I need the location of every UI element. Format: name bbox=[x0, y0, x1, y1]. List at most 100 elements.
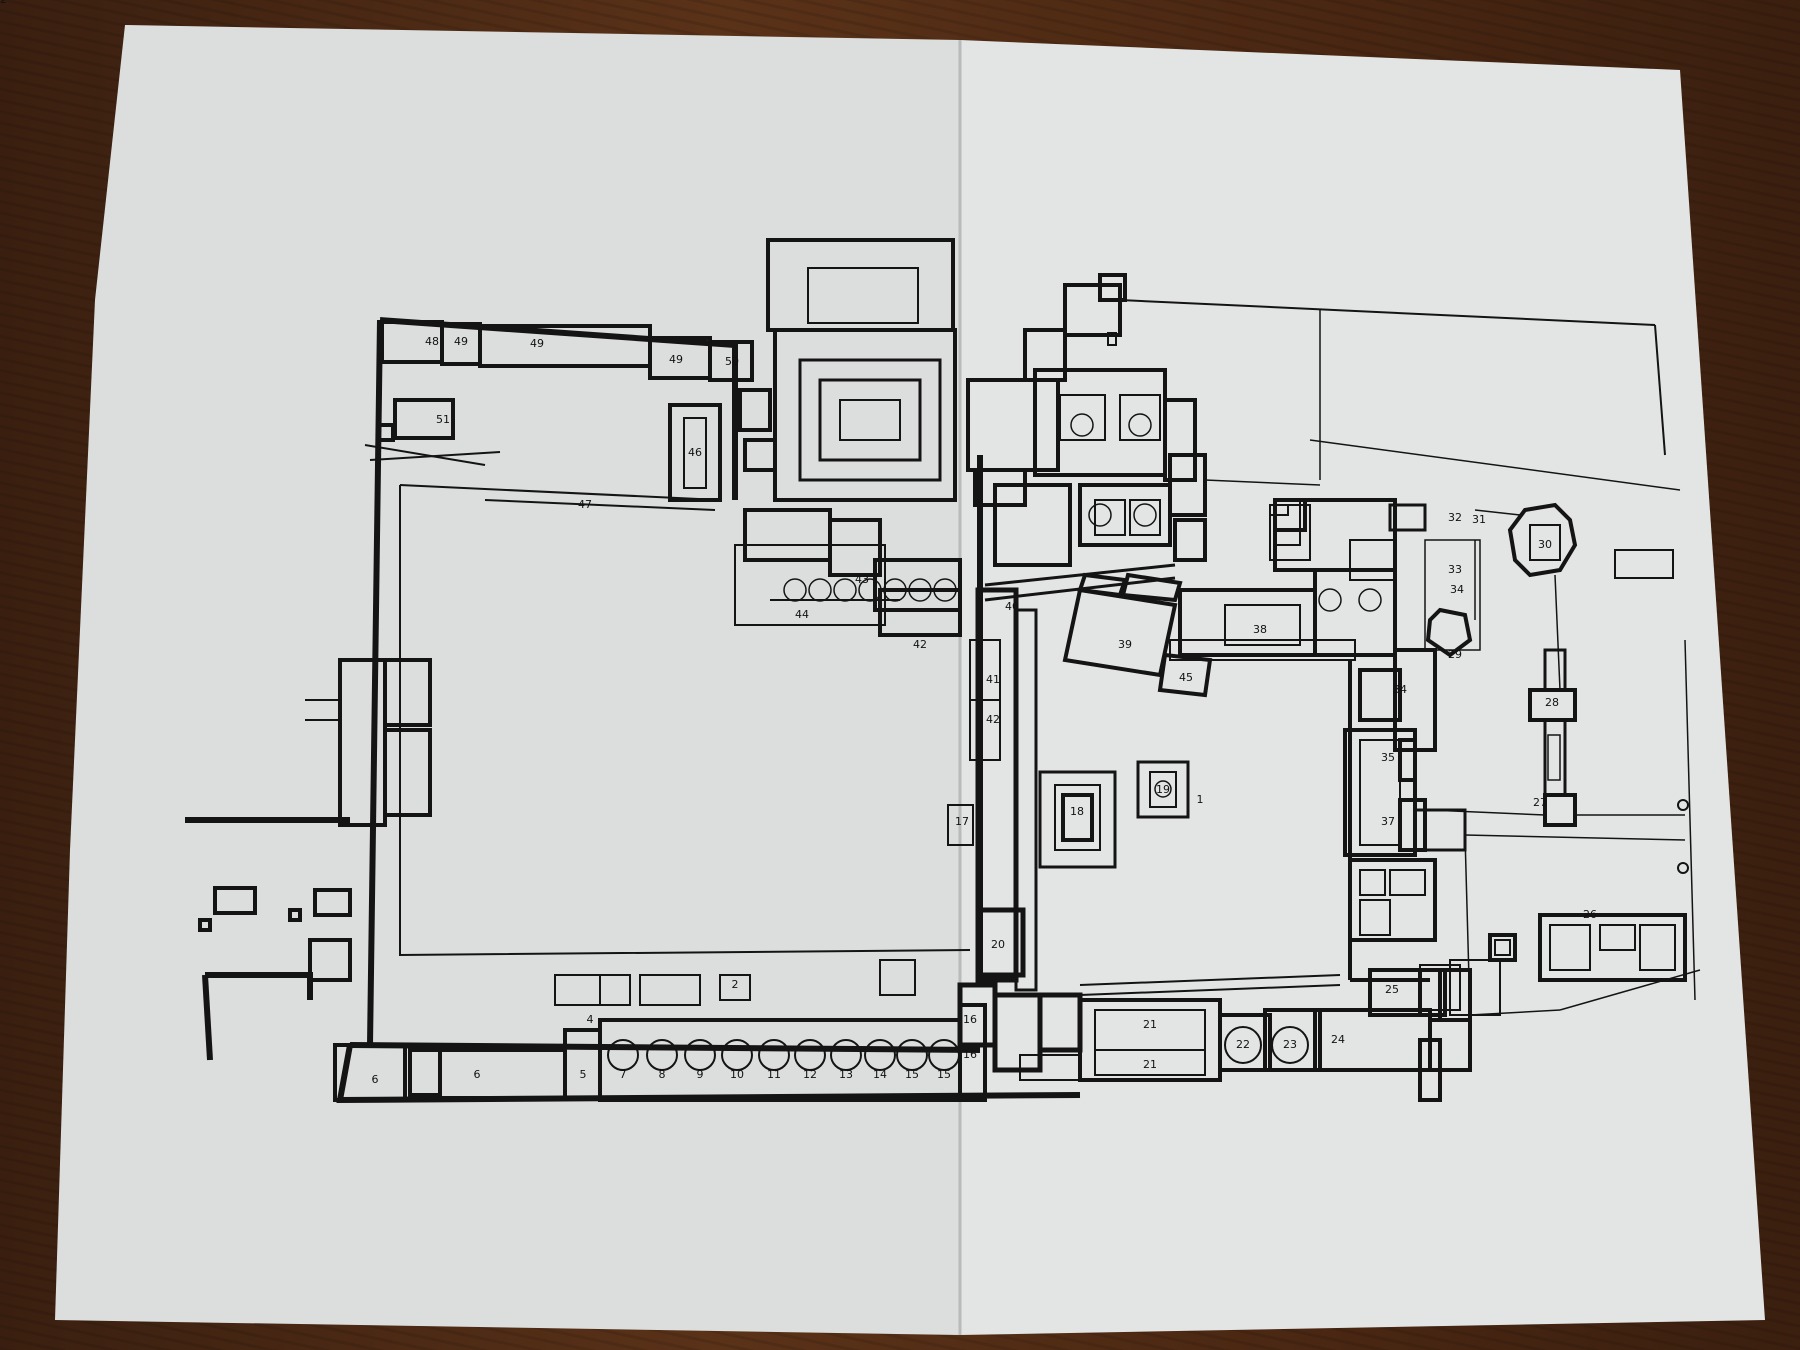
hearth-dome bbox=[758, 1039, 790, 1071]
room-number-label: 44 bbox=[795, 608, 809, 621]
dome bbox=[1318, 588, 1342, 612]
south-east-rooms bbox=[1019, 858, 1501, 1102]
room-number-label: 34 bbox=[1393, 683, 1407, 696]
room-number-label: 21 bbox=[1143, 1018, 1157, 1031]
room-number-label: 22 bbox=[1236, 1038, 1250, 1051]
room-number-label: 26 bbox=[1583, 908, 1597, 921]
hearth-dome bbox=[830, 1039, 862, 1071]
room-number-label: 39 bbox=[1118, 638, 1132, 651]
room-number-label: 51 bbox=[436, 413, 450, 426]
dome bbox=[1128, 413, 1152, 437]
courtyard-pavilions bbox=[1038, 760, 1190, 869]
room-number-label: 28 bbox=[1545, 696, 1559, 709]
room-number-label: 46 bbox=[688, 446, 702, 459]
room-number-label: 32 bbox=[1448, 511, 1462, 524]
kitchen-hearths bbox=[607, 1039, 960, 1071]
room-number-label: 37 bbox=[1381, 815, 1395, 828]
floor-plan-drawing bbox=[185, 238, 1701, 1104]
room-number-label: 25 bbox=[1385, 983, 1399, 996]
room-number-label: 21 bbox=[1143, 1058, 1157, 1071]
rooms-49-52 bbox=[376, 320, 754, 442]
room-number-label: 11 bbox=[767, 1068, 781, 1081]
dome bbox=[1224, 1026, 1262, 1064]
room-number-label: 1 bbox=[1197, 793, 1204, 806]
room-number-label: 52 bbox=[0, 0, 7, 6]
north-east-complex bbox=[966, 273, 1681, 567]
room-number-label: 42 bbox=[913, 638, 927, 651]
dome bbox=[908, 578, 932, 602]
dome bbox=[1358, 588, 1382, 612]
hearth-dome bbox=[646, 1039, 678, 1071]
room-number-label: 13 bbox=[839, 1068, 853, 1081]
dome bbox=[783, 578, 807, 602]
dome bbox=[858, 578, 882, 602]
room-number-label: 29 bbox=[1448, 648, 1462, 661]
room-number-label: 49 bbox=[669, 353, 683, 366]
hearth-dome bbox=[928, 1039, 960, 1071]
room-number-label: 16 bbox=[963, 1048, 977, 1061]
room-number-label: 15 bbox=[905, 1068, 919, 1081]
room-number-label: 42 bbox=[986, 713, 1000, 726]
hearth-dome bbox=[607, 1039, 639, 1071]
right-page bbox=[960, 40, 1765, 1335]
room-number-label: 15 bbox=[937, 1068, 951, 1081]
room-number-label: 40 bbox=[1005, 600, 1019, 613]
room-number-label: 31 bbox=[1472, 513, 1486, 526]
dome bbox=[833, 578, 857, 602]
room-number-label: 50 bbox=[725, 355, 739, 368]
hearth-dome bbox=[896, 1039, 928, 1071]
room-number-label: 38 bbox=[1253, 623, 1267, 636]
domes-south-east bbox=[1224, 1026, 1309, 1064]
room-number-label: 45 bbox=[1179, 671, 1193, 684]
room-number-label: 12 bbox=[803, 1068, 817, 1081]
room-number-label: 18 bbox=[1070, 805, 1084, 818]
room-47 bbox=[668, 403, 722, 502]
kitchen-row bbox=[333, 959, 987, 1102]
domes-north-east bbox=[783, 413, 1382, 612]
far-east-section bbox=[1269, 502, 1701, 1016]
rooms-40-46 bbox=[1062, 572, 1213, 698]
room-number-label: 14 bbox=[873, 1068, 887, 1081]
room-number-label: 30 bbox=[1538, 538, 1552, 551]
room-number-label: 49 bbox=[454, 335, 468, 348]
room-number-label: 48 bbox=[425, 335, 439, 348]
room-number-label: 34 bbox=[1450, 583, 1464, 596]
room-number-label: 16 bbox=[963, 1013, 977, 1026]
room-number-label: 7 bbox=[620, 1068, 627, 1081]
room-number-label: 10 bbox=[730, 1068, 744, 1081]
room-number-label: 6 bbox=[372, 1073, 379, 1086]
room-number-label: 20 bbox=[991, 938, 1005, 951]
central-spine bbox=[947, 587, 1083, 1073]
left-page bbox=[55, 25, 960, 1335]
room-number-label: 49 bbox=[530, 337, 544, 350]
hearth-dome bbox=[721, 1039, 753, 1071]
room-number-label: 23 bbox=[1283, 1038, 1297, 1051]
room-number-label: 19 bbox=[1156, 783, 1170, 796]
room-number-label: 2 bbox=[732, 978, 739, 991]
room-number-label: 24 bbox=[1331, 1033, 1345, 1046]
room-number-label: 8 bbox=[659, 1068, 666, 1081]
room-number-label: 41 bbox=[986, 673, 1000, 686]
room-number-label: 35 bbox=[1381, 751, 1395, 764]
dome bbox=[1070, 413, 1094, 437]
room-number-label: 5 bbox=[580, 1068, 587, 1081]
hearth-dome bbox=[864, 1039, 896, 1071]
dome bbox=[933, 578, 957, 602]
room-number-label: 9 bbox=[697, 1068, 704, 1081]
room-number-label: 6 bbox=[474, 1068, 481, 1081]
dome bbox=[1088, 503, 1112, 527]
room-number-label: 47 bbox=[578, 498, 592, 511]
dome bbox=[1133, 503, 1157, 527]
dome bbox=[808, 578, 832, 602]
central-north-complex bbox=[734, 238, 962, 637]
west-gate bbox=[185, 658, 432, 1061]
dome bbox=[1271, 1026, 1309, 1064]
room-number-label: 4 bbox=[587, 1013, 594, 1026]
room-number-label: 17 bbox=[955, 815, 969, 828]
room-number-label: 27 bbox=[1533, 796, 1547, 809]
hearth-dome bbox=[794, 1039, 826, 1071]
courtyard-walls bbox=[364, 444, 971, 957]
room-number-label: 43 bbox=[855, 573, 869, 586]
